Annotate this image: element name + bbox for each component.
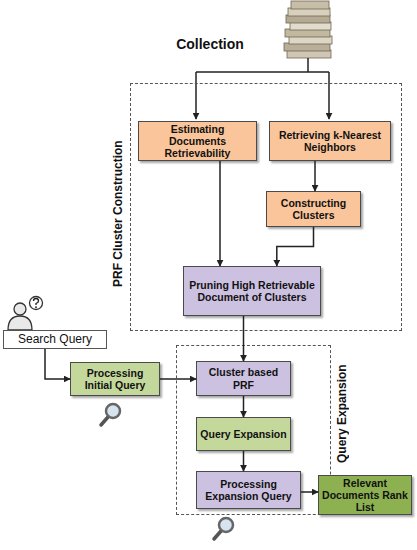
box-label: Search Query <box>18 333 92 347</box>
process-box: Search Query <box>3 330 107 349</box>
group-label: PRF Cluster Construction <box>111 129 127 299</box>
question-mark <box>34 299 39 306</box>
process-box: Estimating Documents Retrievability <box>138 121 257 161</box>
user-body <box>8 316 32 330</box>
arrow-connector <box>160 378 196 380</box>
arrow-line <box>328 72 330 119</box>
paper-sheet <box>291 1 329 9</box>
box-label: Cluster based PRF <box>200 366 287 390</box>
arrow-line <box>196 71 329 73</box>
question-dot <box>35 306 37 308</box>
box-label: Retrieving k-Nearest Neighbors <box>273 129 387 153</box>
arrow-connector <box>243 396 245 417</box>
group-label: Query Expansion <box>335 356 351 471</box>
user-head <box>14 303 26 315</box>
arrow-connector <box>277 227 314 266</box>
magnifier-icon <box>101 404 120 425</box>
box-label: Processing Initial Query <box>74 367 156 391</box>
magnifier-handle <box>214 531 221 539</box>
arrow-connector <box>243 316 245 361</box>
box-label: Estimating Documents Retrievability <box>142 123 253 159</box>
process-box: Processing Expansion Query <box>196 471 301 509</box>
box-label: Processing Expansion Query <box>200 478 297 502</box>
paper-stack <box>284 1 332 58</box>
question-bubble <box>30 297 43 310</box>
group-frame: Query ExpansionCluster based PRFQuery Ex… <box>176 345 331 515</box>
magnifier-icon <box>214 518 233 539</box>
magnifier-lens <box>106 404 120 418</box>
process-box: Retrieving k-Nearest Neighbors <box>269 121 391 161</box>
user-icon <box>8 297 43 331</box>
magnifier-lens <box>219 518 233 532</box>
arrow-connector <box>219 161 221 266</box>
process-box: Processing Initial Query <box>70 362 160 396</box>
process-box: Cluster based PRF <box>196 361 291 396</box>
collection-arrows <box>196 58 329 119</box>
arrow-connector <box>301 491 318 493</box>
arrow-line <box>307 58 309 72</box>
process-box: Constructing Clusters <box>266 191 361 227</box>
arrow-connector <box>314 161 316 191</box>
box-label: Query Expansion <box>200 428 286 440</box>
process-box: Query Expansion <box>196 417 291 451</box>
box-label: Relevant Documents Rank List <box>322 477 408 513</box>
process-box: Relevant Documents Rank List <box>318 475 412 515</box>
arrow-line <box>195 72 197 119</box>
process-box: Pruning High Retrievable Document of Clu… <box>183 266 321 316</box>
group-frame: PRF Cluster ConstructionEstimating Docum… <box>130 83 402 331</box>
arrow-connector <box>45 349 70 379</box>
free-label: Collection <box>160 36 260 52</box>
magnifier-handle <box>101 417 108 425</box>
box-label: Pruning High Retrievable Document of Clu… <box>187 279 317 303</box>
box-label: Constructing Clusters <box>270 197 357 221</box>
arrow-connector <box>243 451 245 471</box>
